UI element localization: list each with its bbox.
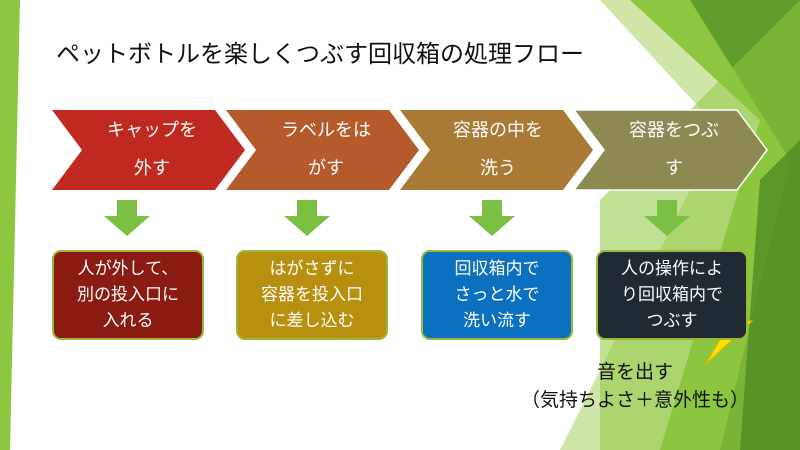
step-1-line2: 外す (134, 158, 170, 179)
result-box-3-text: 回収箱内で さっと水で 洗い流す (454, 259, 540, 331)
result-box-1: 人が外して、 別の投入口に 入れる (52, 250, 204, 340)
step-4-line1: 容器をつぶ (629, 120, 719, 141)
result-box-2: はがさずに 容器を投入口 に差し込む (236, 250, 388, 340)
down-arrow-icon (284, 200, 330, 236)
result-box-4-text: 人の操作によ り回収箱内で つぶす (621, 259, 723, 331)
chevron-step-3 (400, 110, 593, 190)
down-arrow-icon (644, 200, 690, 236)
step-1-line1: キャップを (107, 120, 197, 141)
result-box-1-text: 人が外して、 別の投入口に 入れる (77, 259, 179, 331)
chevron-step-4 (572, 109, 768, 191)
sound-note: 音を出す （気持ちよさ＋意外性も） (520, 361, 749, 411)
step-2-line2: がす (308, 158, 344, 179)
chevron-step-1 (52, 110, 245, 190)
step-3-line2: 洗う (480, 158, 516, 179)
left-green-strip (0, 0, 20, 450)
page-title: ペットボトルを楽しくつぶす回収箱の処理フロー (56, 40, 584, 68)
result-box-3: 回収箱内で さっと水で 洗い流す (421, 250, 573, 340)
step-3-line1: 容器の中を (453, 120, 543, 141)
down-arrow-icon (469, 200, 515, 236)
step-2-line1: ラベルをは (281, 120, 371, 141)
right-shadow-panel (740, 140, 800, 450)
down-arrow-icon (104, 200, 150, 236)
chevron-step-2 (226, 110, 419, 190)
result-box-2-text: はがさずに 容器を投入口 に差し込む (261, 259, 363, 331)
step-4-line2: す (665, 158, 683, 179)
result-box-4: 人の操作によ り回収箱内で つぶす (596, 250, 748, 340)
